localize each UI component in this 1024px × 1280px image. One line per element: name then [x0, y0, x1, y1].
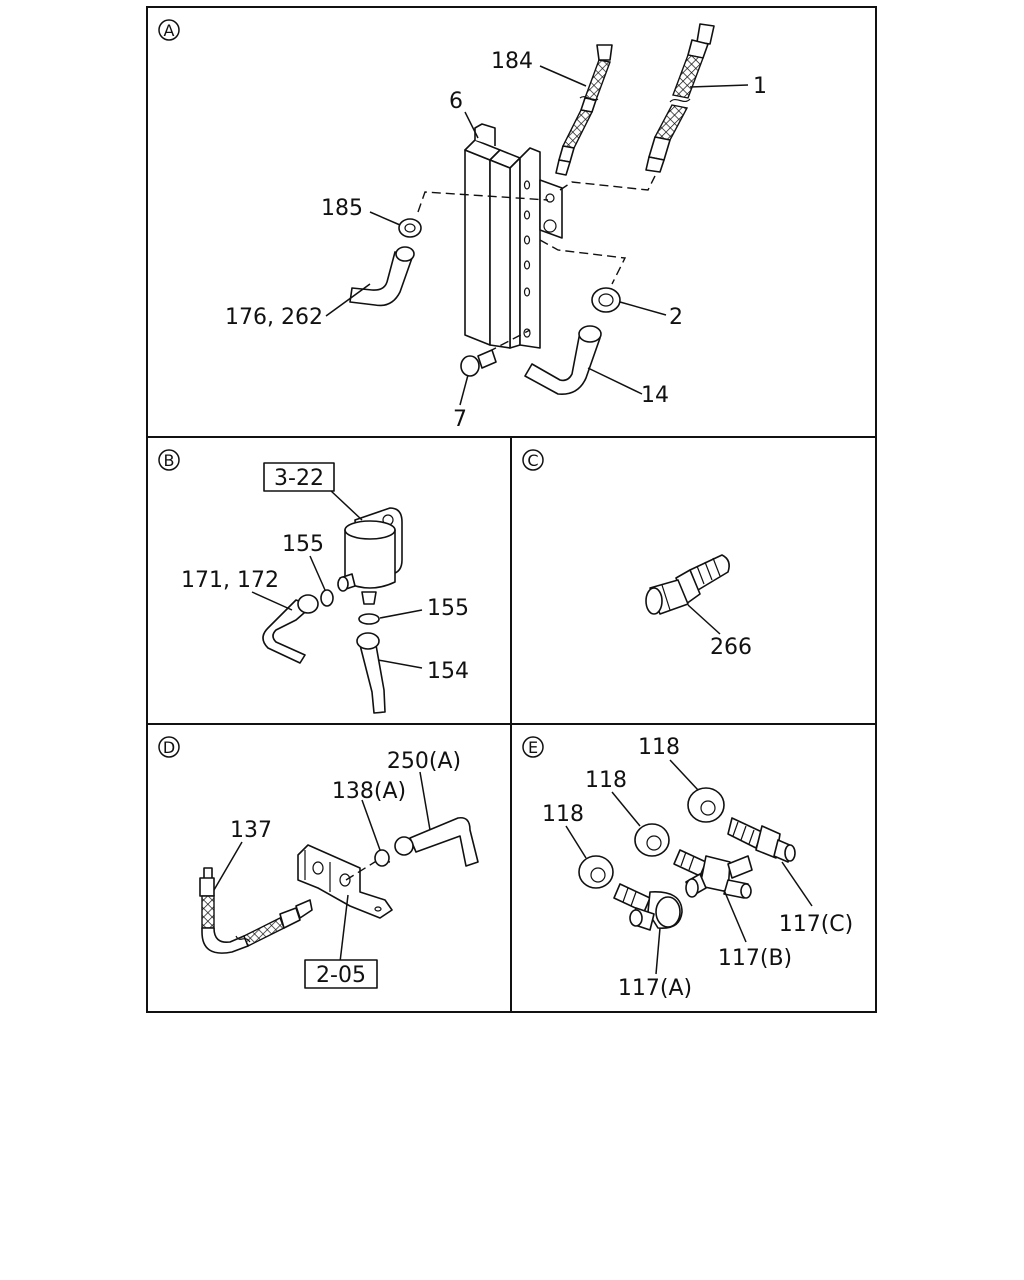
nut-part-2: [591, 287, 621, 313]
label-117-b: 117(B): [718, 946, 792, 971]
section-a-letter: A: [164, 21, 175, 40]
fitting-part-117-b: [673, 849, 753, 899]
labels-e: 118 118 118 117(C) 117(B) 117(A): [542, 735, 853, 1001]
box-3-22: [263, 462, 335, 492]
labels-b: 3-22 155 171, 172 155 154: [181, 462, 469, 684]
label-7: 7: [453, 407, 467, 432]
section-b-marker: B: [158, 449, 180, 471]
label-117-c: 117(C): [779, 912, 854, 937]
label-6: 6: [449, 89, 463, 114]
oring-part-155-top: [320, 589, 334, 607]
label-155-bottom: 155: [427, 596, 469, 621]
pipe-part-154: [356, 632, 386, 714]
label-266: 266: [710, 635, 752, 660]
leaders-b: [251, 489, 423, 669]
label-176-262: 176, 262: [225, 305, 323, 330]
box-2-05: [304, 959, 378, 989]
label-171-172: 171, 172: [181, 568, 279, 593]
label-154: 154: [427, 659, 469, 684]
section-a-marker: A: [158, 19, 180, 41]
fitting-part-117-c: [727, 817, 796, 863]
oring-part-155-bottom: [358, 613, 380, 625]
label-117-a: 117(A): [618, 976, 692, 1001]
leaders-e: [565, 759, 813, 975]
label-118-middle: 118: [585, 768, 627, 793]
pipe-part-250: [394, 816, 479, 867]
nut-part-138: [374, 849, 390, 867]
label-118-bottom: 118: [542, 802, 584, 827]
fitting-part-266: [645, 554, 730, 615]
label-118-top: 118: [638, 735, 680, 760]
section-c-letter: C: [527, 451, 538, 470]
label-184: 184: [491, 49, 533, 74]
section-e-letter: E: [528, 738, 538, 757]
hose-part-1: [645, 23, 715, 173]
section-b-letter: B: [164, 451, 175, 470]
label-185: 185: [321, 196, 363, 221]
label-3-22: 3-22: [274, 466, 324, 491]
label-138-a: 138(A): [332, 779, 406, 804]
label-137: 137: [230, 818, 272, 843]
labels-d: 250(A) 138(A) 137 2-05: [230, 749, 461, 989]
section-e-marker: E: [522, 736, 544, 758]
leaders-a: [325, 65, 749, 406]
bracket-part-6: [464, 123, 563, 349]
section-b: B: [158, 449, 469, 714]
section-c-marker: C: [522, 449, 544, 471]
section-a: A: [158, 19, 767, 432]
label-2: 2: [669, 305, 683, 330]
section-e: E: [522, 735, 853, 1001]
nut-part-185: [398, 218, 422, 238]
bolt-part-7: [460, 349, 497, 377]
pipe-part-171: [262, 594, 319, 664]
section-d-letter: D: [163, 738, 175, 757]
fitting-part-117-a: [613, 883, 683, 931]
section-c: C 266: [522, 449, 752, 660]
hose-part-184: [555, 44, 613, 176]
label-155-top: 155: [282, 532, 324, 557]
nut-part-118-bottom: [578, 855, 614, 889]
label-2-05: 2-05: [316, 963, 366, 988]
pipe-part-176: [349, 246, 415, 307]
hose-part-137: [199, 867, 313, 954]
label-250-a: 250(A): [387, 749, 461, 774]
filter-part-3-22: [337, 507, 403, 605]
assembly-lines-a: [417, 175, 656, 353]
leaders-d: [213, 771, 431, 963]
diagram-frame: [146, 6, 877, 1013]
section-d: D: [158, 736, 479, 989]
pipe-part-14: [524, 325, 602, 395]
section-d-marker: D: [158, 736, 180, 758]
nut-part-118-middle: [634, 823, 670, 857]
label-14: 14: [641, 383, 669, 408]
nut-part-118-top: [687, 787, 725, 823]
leaders-c: [687, 604, 721, 635]
labels-a: 184 1 6 185 176, 262 2 14 7: [225, 49, 767, 432]
label-1: 1: [753, 74, 767, 99]
